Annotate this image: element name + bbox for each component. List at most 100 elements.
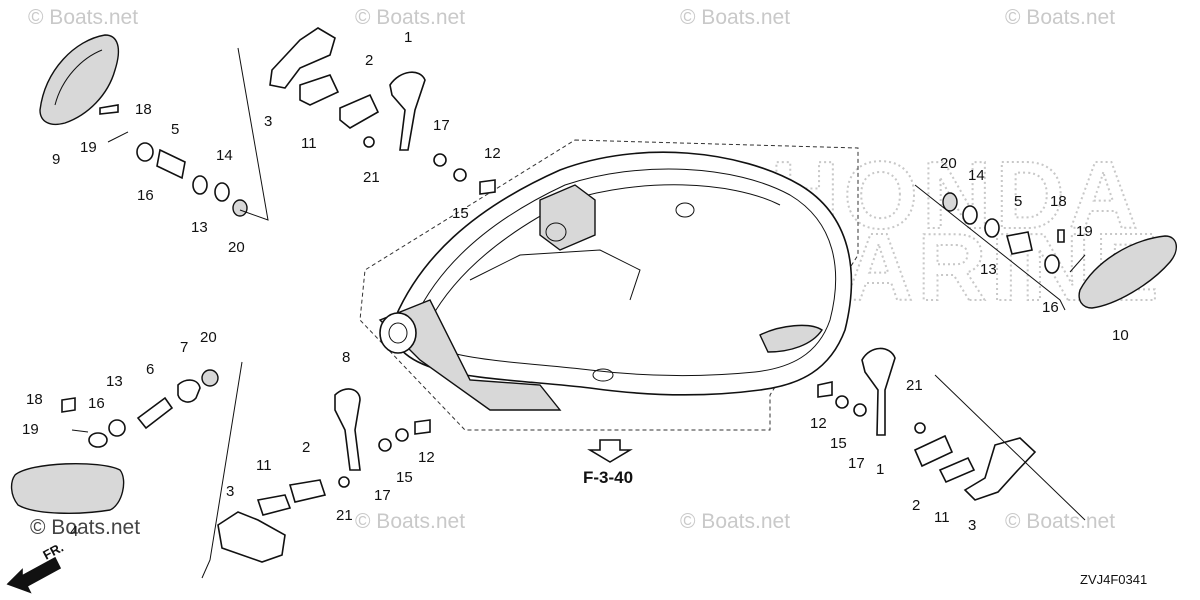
front-arrow-icon: [6, 556, 62, 594]
part-19-pin: [1069, 254, 1086, 273]
part-20-seal: [201, 369, 219, 387]
part-14-washer: [214, 182, 230, 202]
callout-label: 16: [88, 395, 105, 412]
part-3-bracket: [963, 437, 1037, 501]
leader-line: [201, 361, 243, 579]
engine-cover-inner-rib: [469, 249, 641, 301]
callout-label: 6: [146, 361, 154, 378]
engine-cover-boss-hole: [388, 322, 408, 344]
callout-label: 1: [404, 29, 412, 46]
watermark: © Boats.net: [680, 510, 790, 533]
part-17-washer: [433, 153, 447, 167]
part-3-bracket: [217, 511, 286, 563]
callout-label: 2: [302, 439, 310, 456]
part-17-washer: [853, 403, 867, 417]
callout-label: 4: [70, 523, 78, 540]
watermark: © Boats.net: [680, 6, 790, 29]
callout-label: 2: [365, 52, 373, 69]
part-11-gasket: [299, 74, 340, 106]
callout-labels: 1 2 3 5 9 11 13 14 15 16 17 18 19 20 21 …: [22, 29, 1129, 540]
callout-label: 18: [26, 391, 43, 408]
watermark: © Boats.net: [355, 6, 465, 29]
callout-label: 14: [968, 167, 985, 184]
lower-left-assembly: [10, 361, 431, 579]
part-9-edge: [54, 49, 103, 106]
engine-cover-latch-hole: [545, 222, 567, 242]
engine-cover-grip: [759, 324, 823, 353]
reference-label: F-3-40: [583, 468, 633, 487]
callout-label: 18: [1050, 193, 1067, 210]
engine-cover-mount: [675, 202, 695, 218]
part-5-bushing: [1005, 231, 1033, 255]
upper-right-assembly: [914, 184, 1177, 311]
part-7-bushing: [177, 379, 201, 403]
callout-label: 3: [968, 517, 976, 534]
callout-label: 17: [433, 117, 450, 134]
callout-label: 17: [374, 487, 391, 504]
part-19-pin: [71, 429, 89, 433]
callout-label: 21: [363, 169, 380, 186]
callout-label: 19: [1076, 223, 1093, 240]
part-9-cover: [39, 34, 120, 126]
engine-cover-shell: [392, 151, 853, 396]
callout-label: 17: [848, 455, 865, 472]
callout-label: 15: [396, 469, 413, 486]
callout-label: 15: [830, 435, 847, 452]
reference-arrow: F-3-40: [583, 439, 633, 487]
engine-cover-inner-edge: [414, 168, 837, 377]
callout-label: 2: [912, 497, 920, 514]
callout-label: 11: [256, 457, 272, 474]
part-12-bolt: [479, 179, 496, 195]
engine-cover-lower-panel: [378, 299, 562, 411]
part-13-washer: [192, 175, 208, 195]
part-21-screw: [363, 136, 375, 148]
watermark: © Boats.net: [1005, 6, 1115, 29]
part-18-screw: [99, 104, 119, 115]
part-11-gasket: [938, 456, 976, 484]
lower-right-assembly: [817, 347, 1086, 521]
upper-left-assembly: [39, 27, 496, 221]
callout-label: 10: [1112, 327, 1129, 344]
callout-label: 14: [216, 147, 233, 164]
callout-label: 16: [1042, 299, 1059, 316]
callout-label: 3: [226, 483, 234, 500]
watermark: © Boats.net: [28, 6, 138, 29]
callout-label: 9: [52, 151, 60, 168]
callout-label: 12: [418, 449, 435, 466]
diagram-code: ZVJ4F0341: [1080, 572, 1147, 587]
callout-label: 19: [22, 421, 39, 438]
part-14-washer: [962, 205, 978, 225]
engine-cover-latch-housing: [539, 184, 596, 251]
part-16-washer: [88, 432, 108, 448]
part-16-washer: [1044, 254, 1060, 274]
watermark: © Boats.net: [355, 510, 465, 533]
callout-label: 13: [191, 219, 208, 236]
part-13-washer: [984, 218, 1000, 238]
part-5-bushing: [156, 148, 186, 180]
engine-cover-boss: [379, 312, 417, 354]
front-arrow-label: FR.: [40, 540, 66, 563]
part-2-plate: [288, 479, 327, 503]
callout-label: 16: [137, 187, 154, 204]
callout-label: 19: [80, 139, 97, 156]
part-1-hook: [389, 71, 426, 151]
down-arrow-icon: [587, 439, 633, 463]
part-11-gasket: [256, 494, 292, 516]
callout-label: 11: [934, 509, 950, 526]
part-15-clip: [395, 428, 409, 442]
callout-label: 8: [342, 349, 350, 366]
part-19-pin: [107, 131, 129, 143]
part-2-plate: [339, 93, 380, 129]
callout-label: 11: [301, 135, 317, 152]
leader-line: [934, 374, 1086, 521]
front-direction-arrow: FR.: [6, 540, 66, 594]
part-20-seal: [942, 192, 958, 212]
part-2-plate: [913, 434, 954, 468]
part-16-washer: [136, 142, 154, 162]
engine-cover-drain: [592, 368, 614, 382]
watermarks: © Boats.net © Boats.net © Boats.net © Bo…: [28, 6, 1115, 539]
callout-label: 20: [228, 239, 245, 256]
engine-cover: [378, 151, 853, 411]
